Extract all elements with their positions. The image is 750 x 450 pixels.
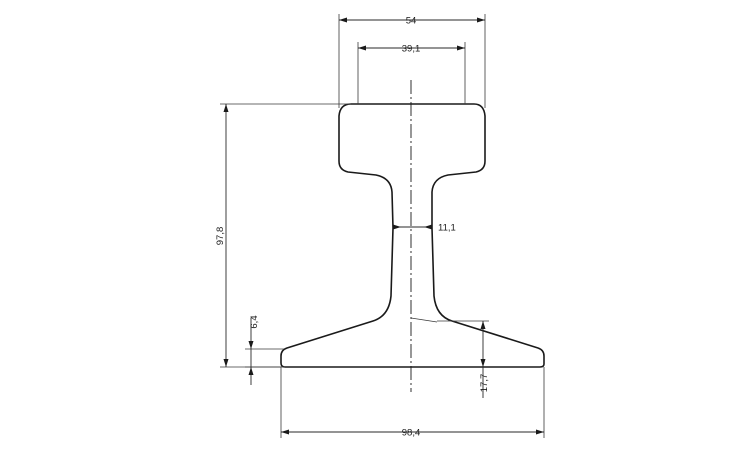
rail-profile-outline (280, 103, 545, 368)
dimension-head-width-label: 54 (406, 16, 417, 27)
dimension-foot-height-label: 17,7 (479, 374, 490, 393)
dimension-total-height-label: 97,8 (215, 227, 226, 246)
dimension-total-height: 97,8 (215, 103, 351, 368)
dimension-head-top-width-label: 39,1 (402, 44, 421, 55)
dimension-head-width: 54 (338, 14, 486, 108)
dimension-web-thickness-label: 11,1 (438, 223, 456, 234)
dimension-foot-width: 98,4 (280, 367, 545, 439)
dimension-foot-width-label: 98,4 (402, 428, 421, 439)
dimension-foot-height: 17,7 (437, 320, 490, 398)
dimension-head-top-width: 39,1 (357, 42, 466, 104)
dimension-foot-edge-thickness-label: 6,4 (249, 315, 260, 328)
dimension-web-thickness: 11,1 (393, 223, 456, 234)
web-foot-transition-line (410, 317, 438, 323)
dimension-foot-edge-thickness: 6,4 (245, 315, 284, 385)
